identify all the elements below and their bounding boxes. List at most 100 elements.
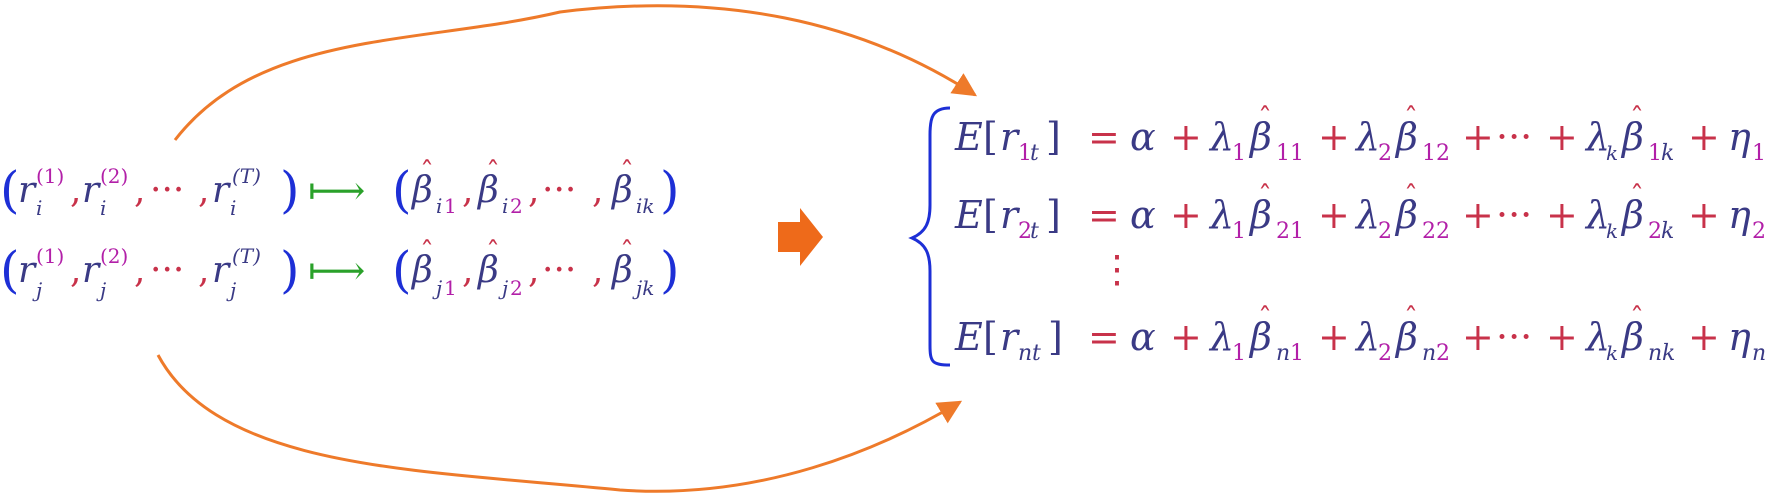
row-i-hat-1: ˆ [420, 156, 434, 189]
row2-lambda-1-sub: 1 [1232, 219, 1246, 244]
row1-eta: η [1728, 115, 1751, 159]
row-j-beta-2-sub-num: 2 [510, 276, 523, 300]
rown-lambda-1-sub: 1 [1232, 341, 1246, 366]
row1-beta-k: β [1620, 115, 1644, 159]
row2-plus-5: + [1688, 193, 1720, 237]
row-j-comma-3: , [198, 250, 209, 291]
row-i-beta-2: β [476, 170, 499, 211]
row-i-beta-1: β [410, 170, 433, 211]
rown-beta-1-sub-num: 1 [1290, 341, 1304, 366]
row-j-r1-sub: j [32, 278, 42, 302]
rown-E: E [954, 315, 983, 359]
row2-beta-2: β [1394, 193, 1418, 237]
row2-beta-k-sub-a: 2 [1648, 219, 1662, 244]
right-block-arrow-icon [778, 208, 823, 266]
row-j-r1-sup: (1) [36, 244, 64, 268]
row1-lambda-2-sub: 2 [1378, 141, 1392, 166]
row-j-beta-1-sub-num: 1 [444, 276, 457, 300]
row2-plus-1: + [1170, 193, 1202, 237]
row1-alpha: α [1130, 115, 1156, 159]
rown-r: r [1000, 315, 1021, 359]
rown-beta-2-sub-n: n [1422, 341, 1436, 366]
row-i-beta-1-sub-num: 1 [444, 194, 457, 218]
row1-beta-2: β [1394, 115, 1418, 159]
row-i-hat-k: ˆ [620, 156, 634, 189]
row2-beta-k-sub-b: k [1661, 219, 1674, 244]
rown-lambda-k-sub: k [1606, 341, 1618, 365]
row2-E: E [954, 193, 983, 237]
system-row-2: E [ r 2 t ] = α + λ 1 ˆ β 21 + λ 2 ˆ β 2… [954, 180, 1766, 244]
row-j-maps-arrow: ⟼ [308, 248, 365, 294]
row-j-hat-2: ˆ [486, 236, 500, 269]
row1-equals: = [1088, 115, 1120, 159]
row1-beta-k-sub-a: 1 [1648, 141, 1662, 166]
rown-plus-1: + [1170, 315, 1202, 359]
row-j-beta-comma-3: , [592, 250, 603, 291]
row2-open-bracket: [ [983, 193, 998, 237]
rown-open-bracket: [ [983, 315, 998, 359]
row1-plus-3: + [1462, 115, 1494, 159]
row-j-close-paren: ) [280, 241, 300, 299]
row-j-beta-2-sub-index: j [498, 276, 508, 300]
row1-lambda-k: λ [1584, 115, 1610, 159]
row-j-beta-1: β [410, 250, 433, 291]
row2-plus-3: + [1462, 193, 1494, 237]
rown-plus-2: + [1318, 315, 1350, 359]
rown-beta-k: β [1620, 315, 1644, 359]
rown-dots: ··· [1496, 315, 1532, 359]
row-i-r1-sup: (1) [36, 164, 64, 188]
row-j-hat-k: ˆ [620, 236, 634, 269]
row2-dots: ··· [1496, 193, 1532, 237]
system-left-brace [908, 106, 951, 367]
system-row-n: E [ r n t ] = α + λ 1 ˆ β n 1 + λ 2 ˆ β … [954, 302, 1766, 366]
rown-r-sub-t: t [1032, 341, 1041, 366]
row-i-beta-k-sub: ik [636, 194, 655, 218]
row1-lambda-2: λ [1354, 115, 1380, 159]
rown-alpha: α [1130, 315, 1156, 359]
row2-eta-sub: 2 [1752, 219, 1766, 244]
row-j-r2-sup: (2) [100, 244, 128, 268]
row-i-r1: r [18, 170, 37, 211]
row-i-beta-2-sub-index: i [502, 194, 508, 218]
row1-plus-2: + [1318, 115, 1350, 159]
row-j-comma-2: , [134, 250, 145, 291]
bottom-curve-arrow [156, 354, 963, 493]
row-i-beta-comma-2: , [528, 170, 539, 211]
row-i-beta-1-sub-index: i [436, 194, 442, 218]
row1-beta-1: β [1248, 115, 1272, 159]
row-i-r2-sub: i [100, 196, 106, 220]
rown-eta-sub: n [1752, 341, 1766, 366]
row1-beta-k-sub-b: k [1661, 141, 1674, 166]
row2-r-sub-num: 2 [1018, 219, 1032, 244]
rown-beta-k-sub-k: k [1662, 341, 1675, 366]
row2-beta-1: β [1248, 193, 1272, 237]
row-j-rT: r [212, 250, 231, 291]
row-i-beta-k: β [610, 170, 633, 211]
row2-equals: = [1088, 193, 1120, 237]
row-i-r2: r [82, 170, 101, 211]
row-i-beta-comma-3: , [592, 170, 603, 211]
row1-hat-2: ˆ [1404, 102, 1418, 135]
row1-beta-1-sub: 11 [1276, 141, 1304, 166]
row-j-beta-comma-1: , [462, 250, 473, 291]
row-i-maps-arrow: ⟼ [308, 168, 365, 214]
row-j-comma-1: , [70, 250, 81, 291]
row1-plus-4: + [1546, 115, 1578, 159]
row2-plus-2: + [1318, 193, 1350, 237]
row-j-r2: r [82, 250, 101, 291]
row2-close-bracket: ] [1046, 193, 1061, 237]
row1-lambda-k-sub: k [1606, 141, 1618, 165]
rown-r-sub-n: n [1018, 341, 1032, 366]
row1-plus-1: + [1170, 115, 1202, 159]
row2-plus-4: + [1546, 193, 1578, 237]
row2-lambda-1: λ [1208, 193, 1234, 237]
row1-eta-sub: 1 [1752, 141, 1766, 166]
row-j-beta-1-sub-index: j [432, 276, 442, 300]
rown-close-bracket: ] [1048, 315, 1063, 359]
rown-plus-4: + [1546, 315, 1578, 359]
vertical-dots: ⋮ [1098, 247, 1136, 291]
row-i-open-paren: ( [0, 161, 20, 219]
row-i-rT-sub: i [230, 196, 236, 220]
rown-hat-k: ˆ [1630, 302, 1644, 335]
